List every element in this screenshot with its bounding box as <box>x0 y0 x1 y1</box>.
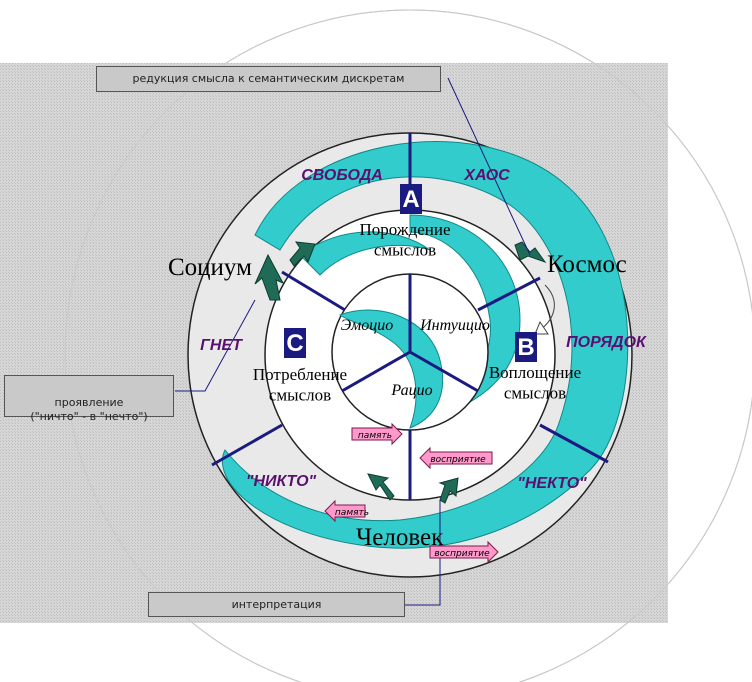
letter-a: А <box>400 184 422 214</box>
svg-text:память: память <box>335 508 369 518</box>
word-nekto: "НЕКТО" <box>517 475 587 492</box>
halo-overlay <box>64 9 752 682</box>
leader-reduction <box>447 77 531 256</box>
box-reduction-text: редукция смысла к семантическим дискрета… <box>132 72 405 85</box>
core-divider-left <box>341 350 411 393</box>
box-manifestation-text: проявление ("ничто" - в "нечто") <box>30 396 148 423</box>
word-order: ПОРЯДОК <box>566 334 647 351</box>
label-line: Порождение <box>359 220 450 239</box>
outer-divider-se <box>539 423 609 464</box>
word-chaos: ХАОС <box>463 167 510 184</box>
core-intuition: Интуицио <box>419 317 490 334</box>
letter-b: В <box>515 332 537 362</box>
box-interpretation-text: интерпретация <box>231 598 322 611</box>
box-manifestation: проявление ("ничто" - в "нечто") <box>4 375 174 423</box>
inner-swirl-2 <box>299 231 431 276</box>
svg-text:А: А <box>402 186 419 213</box>
leader-interpretation <box>405 500 441 606</box>
leader-manifestation <box>175 299 256 392</box>
label-line: Потребление <box>253 365 347 384</box>
label-line: Воплощение <box>489 363 581 382</box>
green-arrow-chelovek-l <box>367 473 395 501</box>
svg-text:восприятие: восприятие <box>434 549 490 559</box>
green-arrow-chelovek-r <box>438 477 459 504</box>
svg-text:В: В <box>517 334 534 361</box>
tag-memory-inner: память <box>351 422 403 446</box>
box-reduction: редукция смысла к семантическим дискрета… <box>96 66 441 92</box>
mid-divider-nw <box>281 270 346 312</box>
svg-text:память: память <box>358 431 392 441</box>
box-interpretation: интерпретация <box>148 592 405 617</box>
tag-perception-outer: восприятие <box>429 540 499 564</box>
word-nikto: "НИКТО" <box>246 473 317 490</box>
core-ratio: Рацио <box>390 382 432 399</box>
word-freedom: СВОБОДА <box>301 167 383 184</box>
label-line: смыслов <box>269 385 331 404</box>
letter-c: С <box>284 328 306 358</box>
green-arrow-top <box>289 241 316 267</box>
core-divider-right <box>409 350 479 393</box>
core-emotion: Эмоцио <box>341 317 393 334</box>
spiral-band <box>221 141 629 549</box>
tag-memory-outer: память <box>324 499 369 523</box>
label-line: смыслов <box>504 383 566 402</box>
green-arrow-kosmos <box>514 241 547 263</box>
mid-divider-ne <box>477 276 541 312</box>
tag-perception-inner: восприятие <box>419 446 493 470</box>
outline-arrowhead <box>534 320 549 335</box>
core-swirl <box>338 309 444 429</box>
svg-text:С: С <box>286 330 303 357</box>
word-oppression: ГНЕТ <box>200 337 243 354</box>
outer-divider-sw <box>211 423 283 467</box>
svg-text:восприятие: восприятие <box>430 455 486 465</box>
node-chelovek: Человек <box>356 524 444 551</box>
green-arrow-socium <box>254 253 285 301</box>
label-line: смыслов <box>374 240 436 259</box>
node-kosmos: Космос <box>547 251 627 278</box>
node-socium: Социум <box>168 254 252 281</box>
